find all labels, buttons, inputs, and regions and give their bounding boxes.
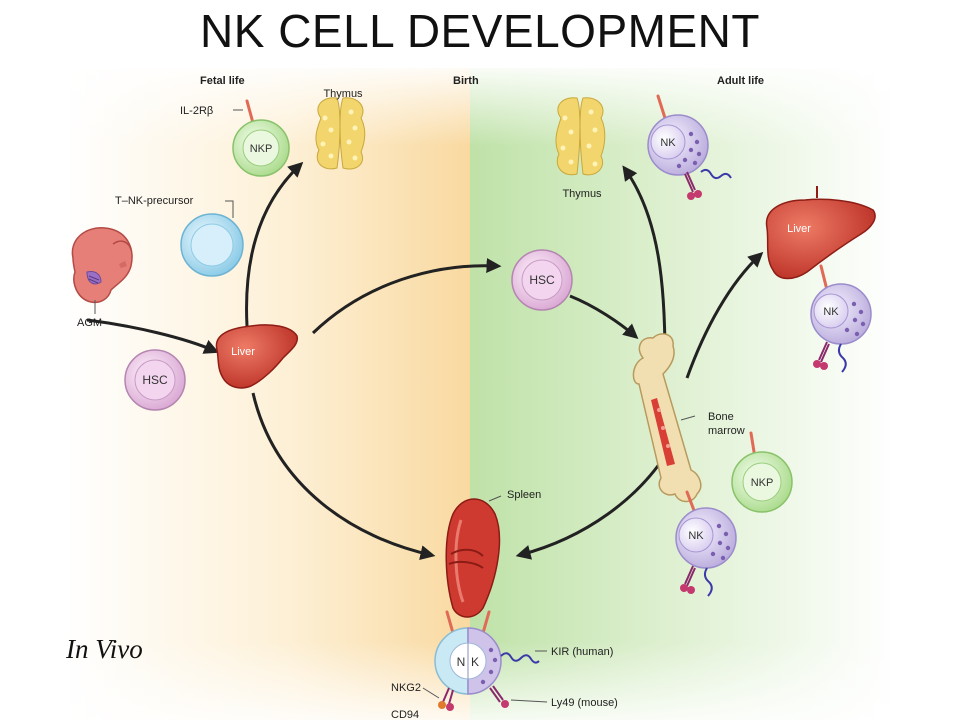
ly49-label: Ly49 (mouse) [551,697,618,709]
arrow-hsc-to-bone-marrow [569,294,639,339]
bone-marrow: Bone marrow [632,333,745,503]
nkp-cell-fetal: NKP [232,99,290,177]
kir-label: KIR (human) [551,646,613,658]
cd94-label: CD94 [391,709,419,720]
nkp-adult-label: NKP [751,477,774,489]
nk-split-n-label: N [457,655,466,669]
nk-adult-bone-label: NK [688,530,704,542]
liver-adult-label: Liver [787,223,811,235]
liver-fetal: Liver [215,324,299,389]
spleen-label: Spleen [507,489,541,501]
nk-adult-liver-label: NK [823,306,839,318]
arrow-liver-to-fetal-thymus [245,161,304,327]
hsc-fetal-label: HSC [142,373,168,387]
agm-embryo [71,227,133,304]
nkp-fetal-label: NKP [250,143,273,155]
t-nk-precursor-cell [180,213,244,277]
nkg2-label: NKG2 [391,682,421,694]
thymus-adult: Thymus [555,97,606,200]
arrow-bone-marrow-to-adult-thymus [622,165,667,359]
in-vivo-caption: In Vivo [66,634,143,664]
bone-label: Bone [708,411,734,423]
nk-cell-receptor-detail: N K [434,610,540,711]
hsc-cell-birth: HSC [511,249,573,311]
thymus-adult-label: Thymus [562,188,602,200]
liver-adult: Liver [765,186,876,280]
spleen: Spleen [445,489,541,618]
stage-fetal-label: Fetal life [200,75,245,87]
arrow-bone-marrow-to-adult-liver [685,251,764,379]
nk-cell-adult-top: NK [647,94,732,200]
nkg2-cd94-receptor [442,687,454,705]
hsc-birth-label: HSC [529,273,555,287]
kir-receptor [500,652,540,664]
nkp-cell-adult: NKP [731,431,793,513]
liver-fetal-label: Liver [231,346,255,358]
thymus-fetal-label: Thymus [323,88,363,100]
stage-birth-label: Birth [453,75,479,87]
arrow-agm-to-liver [86,318,220,354]
t-nk-precursor-label: T–NK-precursor [115,195,194,207]
nk-adult-top-label: NK [660,137,676,149]
il2rb-label: IL-2Rβ [180,105,213,117]
arrow-liver-to-spleen [251,392,436,561]
slide-title: NK CELL DEVELOPMENT [200,5,760,57]
marrow-label: marrow [708,425,745,437]
nk-cell-adult-liver: NK [810,264,872,373]
agm-label: AGM [77,317,102,329]
il2rb-receptor [245,99,255,125]
stage-adult-label: Adult life [717,75,764,87]
nk-development-diagram: Fetal life Birth Adult life AGM HSC Live… [65,68,895,720]
hsc-cell-fetal: HSC [124,349,186,411]
ly49-receptor [489,685,504,703]
nk-cell-adult-bone: NK [675,490,737,597]
nk-split-k-label: K [471,655,479,669]
thymus-fetal: Thymus [315,88,366,170]
arrow-liver-to-hsc [311,258,502,335]
